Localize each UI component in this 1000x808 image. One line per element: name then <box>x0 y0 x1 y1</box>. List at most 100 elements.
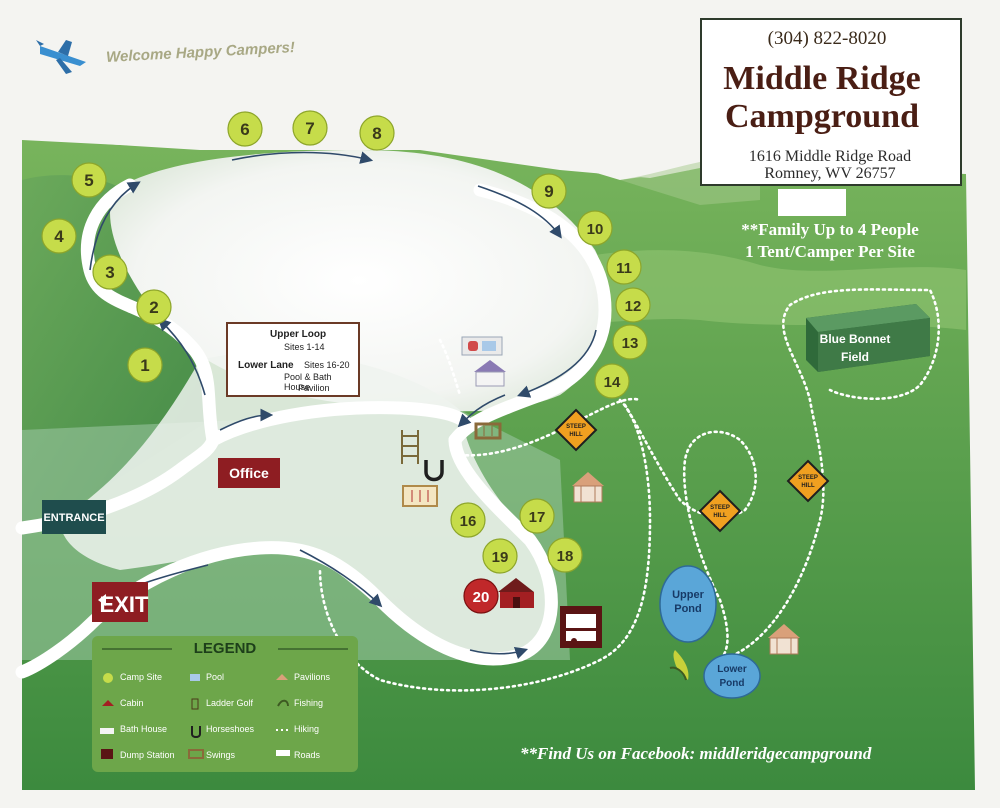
camp-site-circle <box>127 347 163 383</box>
steep-hill-text: STEEP <box>566 424 586 430</box>
camp-site-circle <box>612 324 648 360</box>
camp-site-circle <box>92 254 128 290</box>
upper-pond-label-1: Upper <box>672 589 705 601</box>
camp-site-8[interactable]: 8 <box>359 115 395 151</box>
camp-site-number: 10 <box>587 221 604 238</box>
horseshoe-icon <box>424 460 444 482</box>
camp-site-1[interactable]: 1 <box>127 347 163 383</box>
family-notice-line-2: 1 Tent/Camper Per Site <box>745 242 915 261</box>
camp-site-7[interactable]: 7 <box>292 110 328 146</box>
camp-site-number: 7 <box>305 119 314 138</box>
legend-icons <box>100 648 348 759</box>
upper-pond[interactable]: Upper Pond <box>659 565 717 643</box>
camp-site-19[interactable]: 19 <box>482 538 518 574</box>
camp-site-circle <box>463 578 499 614</box>
dump-station-icon <box>560 606 602 648</box>
legend-item-ladder-golf: Ladder Golf <box>206 698 254 708</box>
bath-house-icon <box>474 360 506 387</box>
title-line-2: Campground <box>725 98 919 135</box>
camp-site-17[interactable]: 17 <box>519 498 555 534</box>
steep-hill-sign: STEEP HILL <box>698 489 742 533</box>
pool-icon <box>461 336 503 356</box>
ladder-golf-icon <box>401 430 419 464</box>
fishing-icon <box>669 650 689 681</box>
swings-icon <box>402 485 438 507</box>
camp-site-4[interactable]: 4 <box>41 218 77 254</box>
camp-site-circle <box>577 210 613 246</box>
exit-sign[interactable]: EXIT <box>92 582 149 622</box>
legend-title: LEGEND <box>193 640 257 657</box>
address: 1616 Middle Ridge Road Romney, WV 26757 <box>702 148 958 182</box>
camp-site-number: 16 <box>460 513 477 530</box>
clearing-fog-2 <box>60 352 550 660</box>
lower-pond[interactable]: Lower Pond <box>703 653 761 699</box>
title-line-1: Middle Ridge <box>723 60 921 97</box>
cabin-icon <box>498 578 534 608</box>
camp-site-11[interactable]: 11 <box>606 249 642 285</box>
steep-hill-text: HILL <box>713 513 727 519</box>
camp-site-circle <box>136 289 172 325</box>
camp-site-number: 12 <box>625 298 642 315</box>
exit-label: EXIT <box>100 592 149 617</box>
camp-site-2[interactable]: 2 <box>136 289 172 325</box>
camp-site-10[interactable]: 10 <box>577 210 613 246</box>
camp-site-number: 4 <box>54 227 64 246</box>
camp-site-circle <box>519 498 555 534</box>
camp-site-circle <box>594 363 630 399</box>
upper-loop-label: Upper Loop <box>270 329 327 340</box>
legend-ladder-golf-icon <box>191 698 199 710</box>
family-notice-line-1: **Family Up to 4 People <box>741 220 919 239</box>
camp-site-12[interactable]: 12 <box>615 287 651 323</box>
camp-site-circle <box>450 502 486 538</box>
lower-pond-label-1: Lower <box>717 664 747 675</box>
camp-site-5[interactable]: 5 <box>71 162 107 198</box>
camp-site-number: 1 <box>140 356 149 375</box>
steep-hill-text: STEEP <box>710 505 730 511</box>
lower-lane-label: Lower Lane <box>238 360 294 371</box>
lower-lane-sites: Sites 16-20 <box>304 360 350 370</box>
camp-site-14[interactable]: 14 <box>594 363 630 399</box>
camp-site-circle <box>606 249 642 285</box>
blue-bonnet-field[interactable]: Blue Bonnet Field <box>806 304 930 372</box>
camp-site-circle <box>359 115 395 151</box>
road-upper-loop <box>80 178 220 447</box>
camp-site-circle <box>41 218 77 254</box>
steep-hill-text: HILL <box>801 483 815 489</box>
lower-lane-desc-2: Pavilion <box>298 383 330 393</box>
entrance-label: ENTRANCE <box>43 512 104 524</box>
legend-fishing-icon <box>277 699 289 707</box>
direction-arrows <box>89 151 597 660</box>
pavilion-icon <box>768 624 800 655</box>
legend-item-roads: Roads <box>294 750 321 760</box>
entrance-sign[interactable]: ENTRANCE <box>42 500 106 534</box>
legend-item-hiking: Hiking <box>294 724 320 734</box>
upper-pond-label-2: Pond <box>674 603 702 615</box>
camp-site-3[interactable]: 3 <box>92 254 128 290</box>
camp-site-circle <box>615 287 651 323</box>
camp-site-circle <box>482 538 518 574</box>
lower-lane-desc-1: Pool & Bath House <box>284 372 332 392</box>
camp-site-number: 20 <box>473 589 490 606</box>
camp-site-number: 17 <box>529 509 546 526</box>
camp-site-18[interactable]: 18 <box>547 537 583 573</box>
camp-site-16[interactable]: 16 <box>450 502 486 538</box>
camp-site-number: 5 <box>84 171 93 190</box>
legend-roads-icon <box>276 750 290 756</box>
legend-swings-icon <box>188 749 204 759</box>
phone-number[interactable]: (304) 822-8020 <box>767 28 887 49</box>
camp-site-number: 8 <box>372 124 381 143</box>
office-sign[interactable]: Office <box>218 458 280 488</box>
camp-site-circle <box>531 173 567 209</box>
camp-site-13[interactable]: 13 <box>612 324 648 360</box>
camp-site-6[interactable]: 6 <box>227 111 263 147</box>
legend-item-cabin: Cabin <box>120 698 144 708</box>
camp-site-20[interactable]: 20 <box>463 578 499 614</box>
legend-cabin-icon <box>102 700 114 706</box>
pavilion-icon <box>572 472 604 503</box>
camp-site-9[interactable]: 9 <box>531 173 567 209</box>
legend-item-pool: Pool <box>206 672 225 682</box>
header-box: (304) 822-8020 Middle Ridge Campground 1… <box>700 18 962 186</box>
